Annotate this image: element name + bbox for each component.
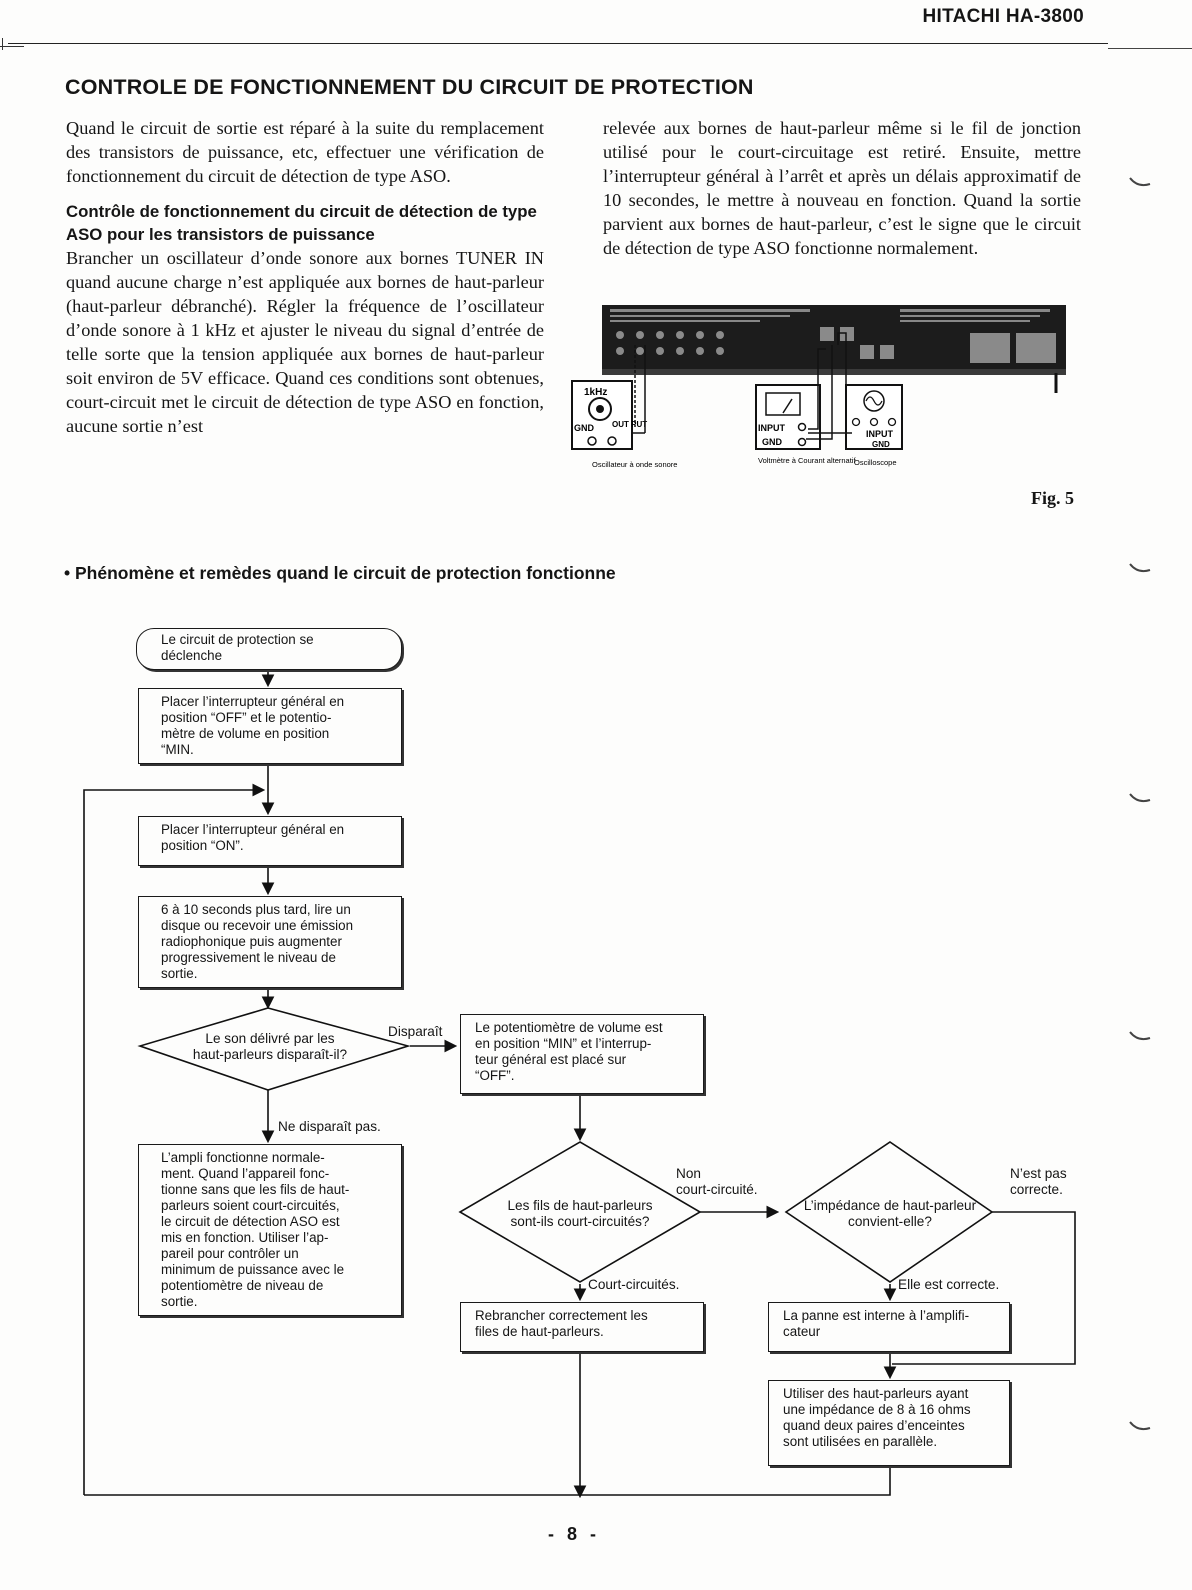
osc-out-label: OUT PUT [612, 420, 647, 429]
intro-paragraph: Quand le circuit de sortie est réparé à … [66, 118, 544, 186]
osc-gnd-label: GND [574, 423, 595, 433]
header-rule-right [1108, 48, 1192, 49]
label-court-circuites: Court-circuités. [588, 1277, 680, 1292]
scope-input-label: INPUT [866, 429, 894, 439]
decision-sound-diamond [137, 1007, 411, 1091]
body-paragraph: Brancher un oscillateur d’onde sonore au… [66, 248, 544, 436]
corner-mark-vertical [2, 38, 3, 50]
label-disparait: Disparaît [388, 1024, 443, 1039]
oscillator-box [571, 380, 633, 450]
meter-caption: Voltmètre à Courant alternatif [758, 456, 856, 465]
left-column: Quand le circuit de sortie est réparé à … [66, 116, 544, 438]
bullet-heading: • Phénomène et remèdes quand le circuit … [64, 563, 616, 583]
right-body-paragraph: relevée aux bornes de haut-parleur même … [603, 118, 1081, 258]
right-column: relevée aux bornes de haut-parleur même … [603, 116, 1081, 260]
subhead: Contrôle de fonctionnement du circuit de… [66, 202, 537, 244]
binder-mark [1129, 563, 1151, 573]
meter-input-label: INPUT [758, 423, 786, 433]
page-number: - 8 - [548, 1524, 601, 1544]
scope-gnd-label: GND [872, 440, 890, 449]
oscilloscope-box [845, 384, 903, 450]
flow-normal: L’ampli fonctionne normale-ment. Quand l… [138, 1144, 402, 1316]
scope-caption: Oscilloscope [854, 458, 897, 467]
header-brand: HITACHI HA-3800 [922, 6, 1084, 27]
binder-mark [1129, 1421, 1151, 1431]
binder-mark [1129, 1031, 1151, 1041]
binder-mark [1129, 177, 1151, 187]
corner-mark [0, 46, 24, 47]
header-rule [8, 43, 1108, 44]
label-ne-disparait-pas: Ne disparaît pas. [278, 1119, 381, 1134]
decision-short-diamond [458, 1141, 702, 1283]
meter-gnd-label: GND [762, 437, 783, 447]
fig-label: Fig. 5 [1031, 488, 1074, 508]
fig5-diagram: 1kHz GND OUT PUT INPUT GND INPUT GND Osc… [571, 305, 1066, 469]
osc-freq-label: 1kHz [584, 387, 607, 398]
flow-internal-fault: La panne est interne à l’amplifi-cateur [768, 1302, 1010, 1352]
section-title: CONTROLE DE FONCTIONNEMENT DU CIRCUIT DE… [65, 75, 754, 99]
label-elle-est-correcte: Elle est correcte. [898, 1277, 1000, 1292]
osc-caption: Oscillateur à onde sonore [592, 460, 677, 469]
decision-impedance-diamond [784, 1141, 994, 1283]
binder-mark [1129, 793, 1151, 803]
